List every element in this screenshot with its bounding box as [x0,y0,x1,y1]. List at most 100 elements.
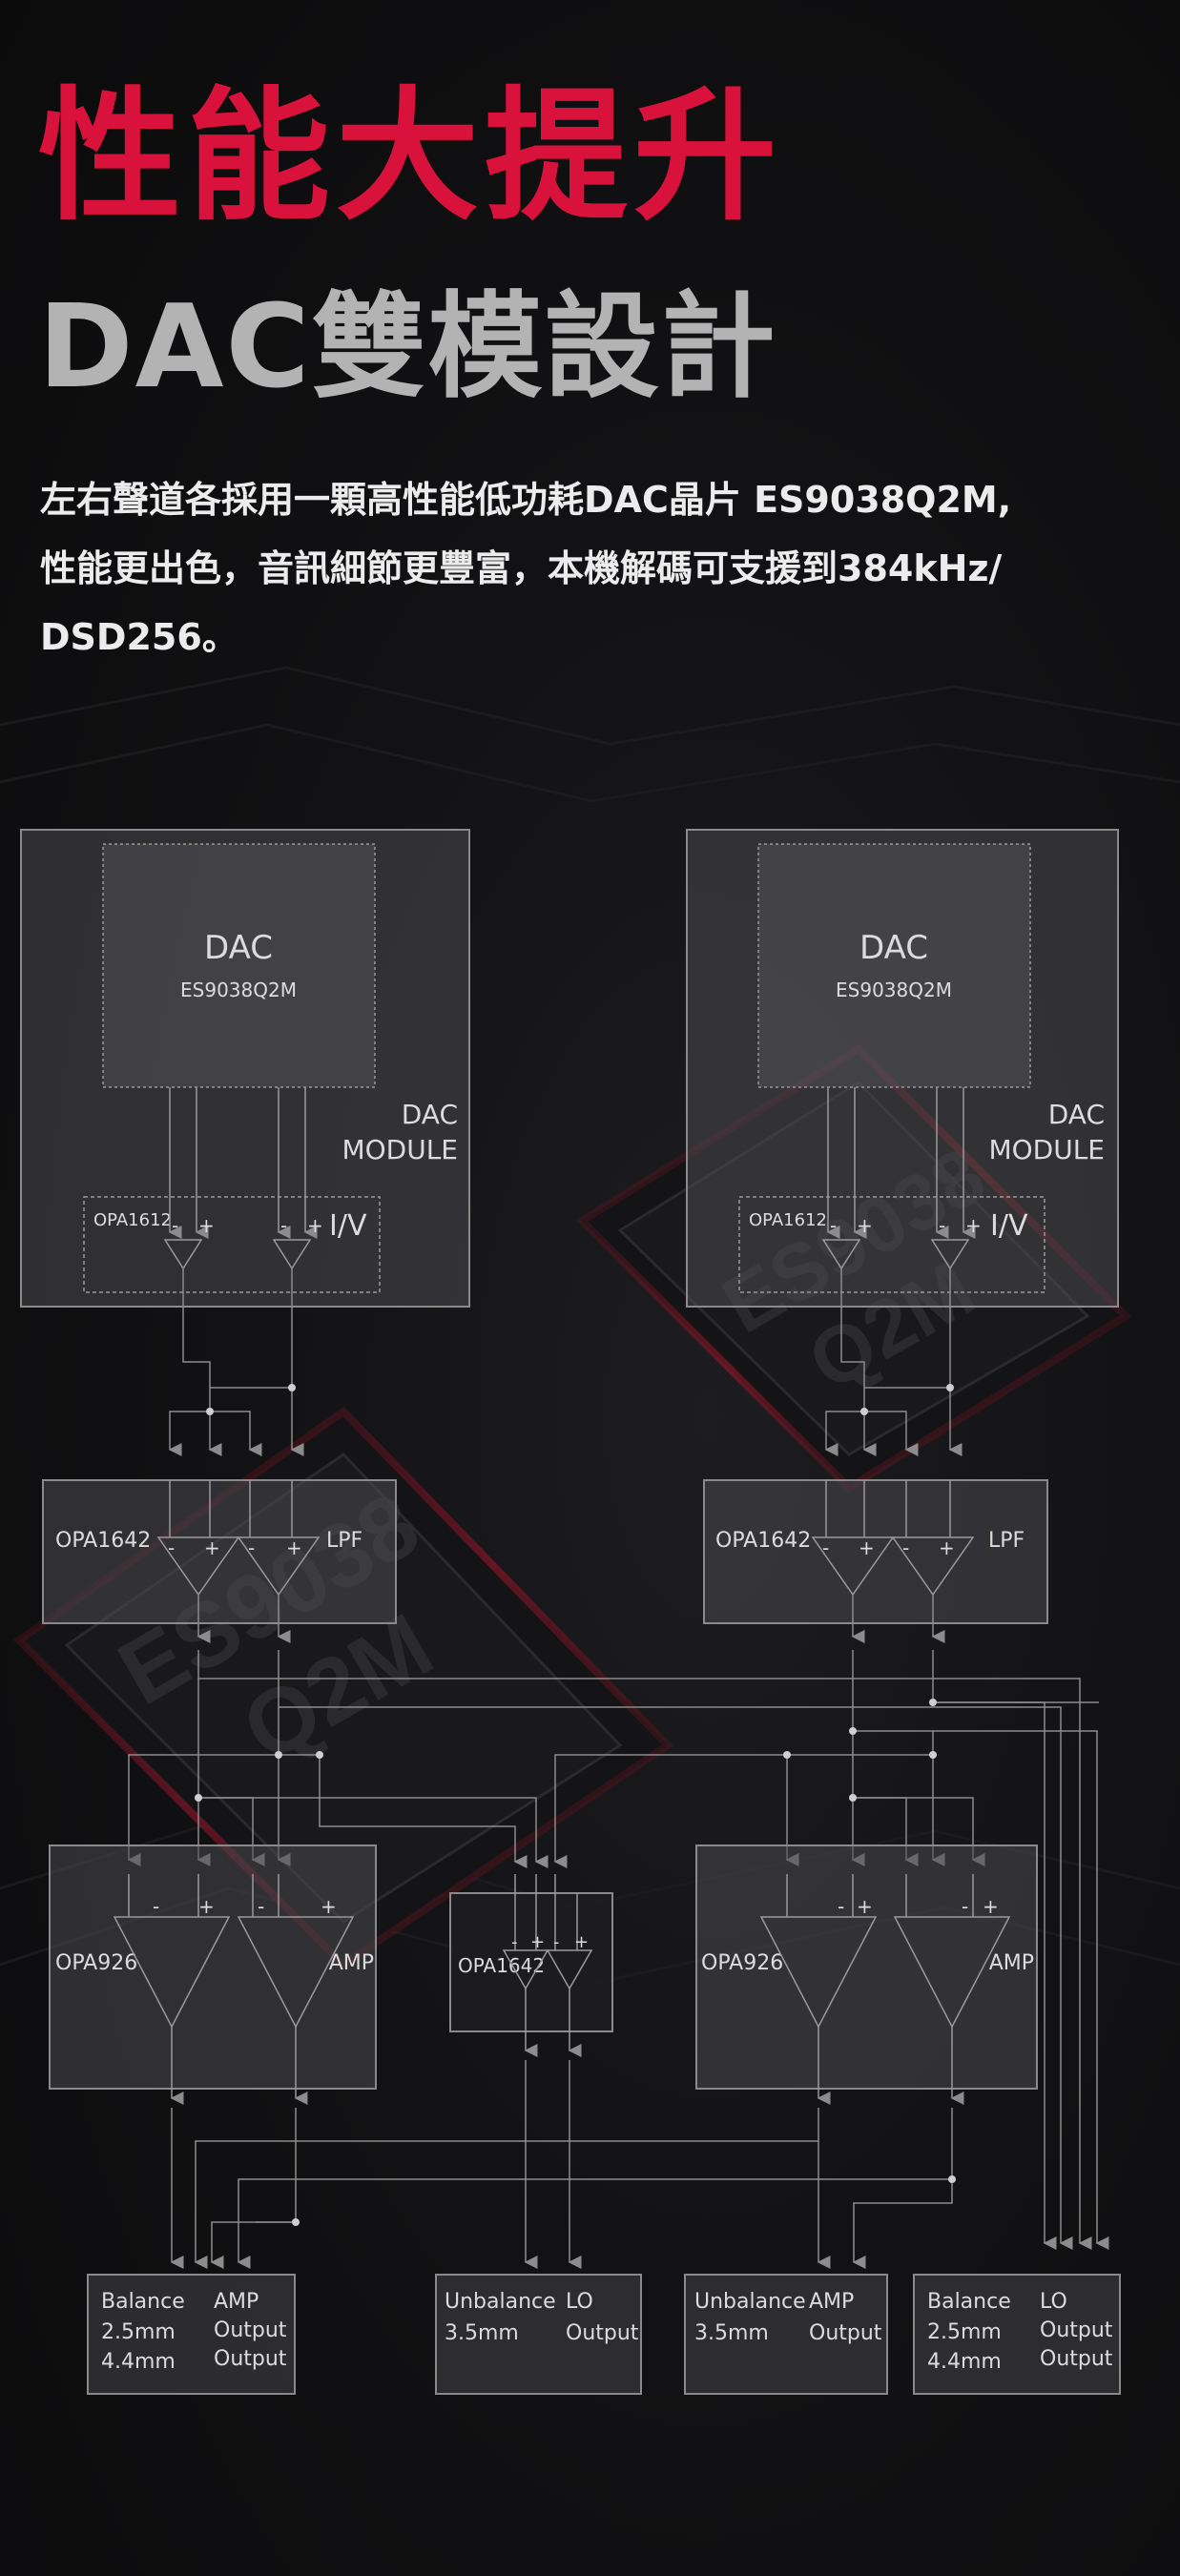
amp-opamp-a [113,1916,231,2029]
lpf-stage-left: OPA1642 LPF - + - + [42,1479,397,1624]
lpf-opamp-a [811,1536,895,1597]
amp-opamp-b [237,1916,355,2029]
output-label: Balance [101,2290,185,2314]
iv-label: I/V [329,1209,367,1243]
output-type-3: Output [1040,2347,1113,2371]
output-type-1: AMP [809,2290,854,2314]
output-type-2: Output [214,2318,287,2342]
dac-module-left: DAC ES9038Q2M DAC MODULE OPA1612 I/V - +… [20,829,470,1308]
output-type-1: LO [1040,2290,1067,2314]
output-type-1: LO [566,2290,593,2314]
iv-opamp-label: OPA1612 [93,1210,172,1230]
lpf-box [703,1479,1048,1624]
plus-sign: + [857,1895,873,1918]
iv-label: I/V [990,1209,1028,1243]
amp-opamp-b [546,1949,593,1990]
wires-lpf-to-amp [127,1595,1109,2250]
headline: 性能大提升 [38,74,783,240]
minus-sign: - [511,1932,518,1952]
amp-box [49,1844,377,2090]
plus-sign: + [286,1536,302,1559]
output-type-3: Output [214,2347,287,2371]
amp-box [695,1844,1038,2090]
minus-sign: - [822,1536,829,1559]
lpf-box [42,1479,397,1624]
amp-stage-left: OPA926 AMP - + - + [49,1844,377,2105]
dac-module-label-line2: MODULE [342,1134,458,1165]
lpf-opamp-a [156,1536,240,1597]
iv-opamp-b [930,1239,970,1270]
output-box [435,2274,642,2395]
output-size-1: 2.5mm [101,2320,176,2344]
amp-label: AMP [329,1951,374,1975]
output-box [684,2274,888,2395]
output-box [87,2274,296,2395]
plus-sign: + [321,1895,337,1918]
minus-sign: - [962,1895,968,1918]
minus-sign: - [939,1214,945,1237]
dac-module-right: DAC ES9038Q2M DAC MODULE OPA1612 I/V - +… [686,829,1119,1308]
minus-sign: - [248,1536,255,1559]
lpf-opamp-b [891,1536,975,1597]
dac-label: DAC [859,929,928,967]
description-line-1: 左右聲道各採用一顆高性能低功耗DAC晶片 ES9038Q2M, [40,479,1012,521]
output-balance-amp: Balance 2.5mm 4.4mm AMP Output Output [87,2274,296,2395]
description-line-2: 性能更出色，音訊細節更豐富，本機解碼可支援到384kHz/ [40,547,1003,589]
output-label: Unbalance [694,2290,806,2314]
plus-sign: + [574,1932,589,1952]
amp-opamp-b [893,1916,1011,2029]
lpf-stage-right: OPA1642 LPF - + - + [703,1479,1048,1624]
dac-module-label-line1: DAC [1048,1099,1105,1130]
dac-chip-box [102,843,376,1088]
description-line-3: DSD256。 [40,616,238,658]
amp-opamp-label: OPA926 [701,1951,783,1975]
output-type-2: Output [566,2321,639,2345]
minus-sign: - [838,1895,844,1918]
plus-sign: + [857,1214,873,1237]
lpf-opamp-label: OPA1642 [715,1529,811,1553]
junction-dots [195,1699,937,1802]
junction-dots [206,1384,954,1415]
iv-stage-box [83,1196,381,1293]
plus-sign: + [530,1932,545,1952]
subheadline: DAC雙模設計 [38,281,777,414]
plus-sign: + [983,1895,999,1918]
iv-opamp-a [821,1239,861,1270]
iv-opamp-label: OPA1612 [749,1210,827,1230]
dac-chip-label: ES9038Q2M [180,979,297,1001]
plus-sign: + [198,1895,215,1918]
plus-sign: + [198,1214,215,1237]
minus-sign: - [280,1214,287,1237]
amp-opamp-label: OPA926 [55,1951,137,1975]
iv-opamp-a [163,1239,203,1270]
minus-sign: - [258,1895,264,1918]
plus-sign: + [307,1214,323,1237]
output-label: Balance [927,2290,1011,2314]
lpf-label: LPF [988,1529,1025,1553]
dac-chip-label: ES9038Q2M [836,979,952,1001]
minus-sign: - [172,1214,178,1237]
dac-chip-box [757,843,1031,1088]
dac-module-label-line1: DAC [402,1099,458,1130]
description: 左右聲道各採用一顆高性能低功耗DAC晶片 ES9038Q2M, 性能更出色，音訊… [40,465,1147,671]
iv-opamp-b [272,1239,312,1270]
amp-stage-center: OPA1642 - + - + [449,1874,613,2057]
minus-sign: - [553,1932,560,1952]
minus-sign: - [153,1895,159,1918]
output-size-2: 4.4mm [101,2350,176,2374]
output-size-1: 3.5mm [445,2321,519,2345]
output-size-1: 3.5mm [694,2321,769,2345]
plus-sign: + [939,1536,955,1559]
output-box [913,2274,1121,2395]
junction-dots [292,2175,956,2226]
plus-sign: + [204,1536,220,1559]
plus-sign: + [859,1536,875,1559]
wires-amp-to-output [170,2060,953,2269]
lpf-opamp-label: OPA1642 [55,1529,151,1553]
lpf-opamp-b [237,1536,321,1597]
output-type-2: Output [809,2321,882,2345]
dac-module-box [20,829,470,1308]
output-type-2: Output [1040,2318,1113,2342]
